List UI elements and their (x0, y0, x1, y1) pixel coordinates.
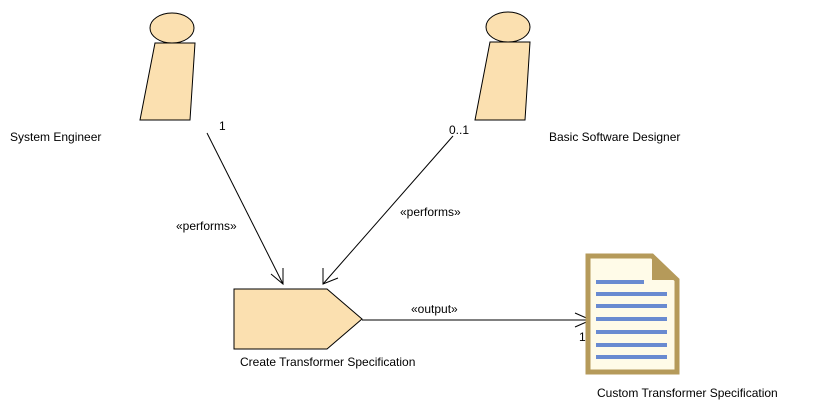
edge-basic-software-designer-performs: 0..1 «performs» (322, 123, 469, 285)
task-shape (233, 288, 363, 350)
work-product-custom-transformer-specification[interactable]: Custom Transformer Specification (585, 253, 778, 400)
role-body (474, 41, 531, 121)
role-body (139, 42, 196, 121)
multiplicity-label: 1 (219, 119, 226, 133)
stereotype-label: «output» (411, 302, 458, 316)
edge-system-engineer-performs: 1 «performs» (176, 119, 284, 286)
document-fold (652, 256, 677, 280)
stereotype-label: «performs» (400, 205, 461, 219)
role-label: System Engineer (10, 130, 101, 144)
role-basic-software-designer[interactable]: Basic Software Designer (474, 11, 680, 144)
work-product-label: Custom Transformer Specification (597, 386, 778, 400)
multiplicity-label: 0..1 (449, 123, 469, 137)
role-system-engineer[interactable]: System Engineer (10, 12, 196, 144)
multiplicity-label: 1 (579, 330, 586, 344)
stereotype-label: «performs» (176, 219, 237, 233)
role-head (149, 12, 195, 44)
document-lines (596, 280, 667, 359)
edge-output: «output» 1 (362, 302, 593, 344)
role-label: Basic Software Designer (549, 130, 680, 144)
task-label: Create Transformer Specification (240, 355, 415, 369)
task-create-transformer-specification[interactable]: Create Transformer Specification (233, 288, 415, 369)
role-head (485, 11, 531, 43)
